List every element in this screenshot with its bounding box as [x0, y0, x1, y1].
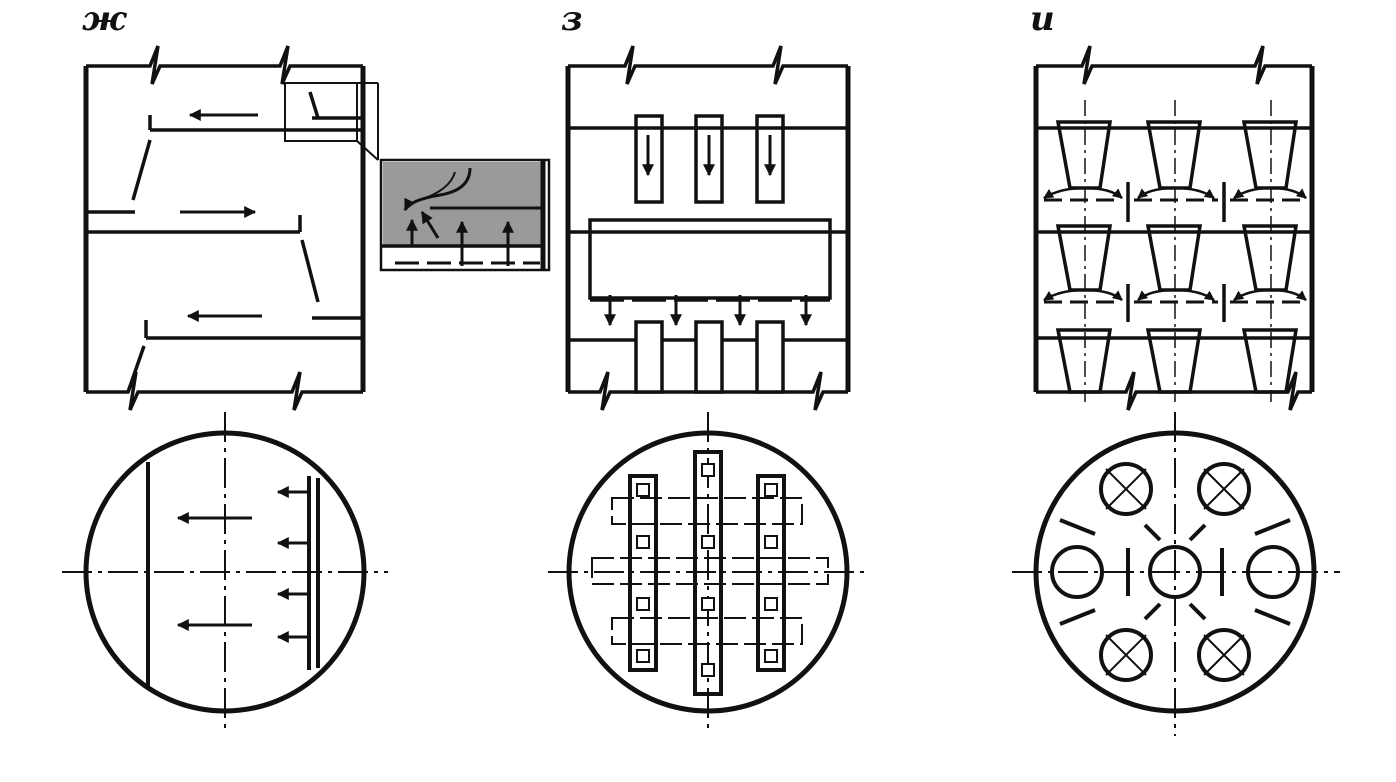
downcomer-3 [126, 345, 146, 393]
plan-zh [62, 412, 388, 732]
downcomer-1 [131, 139, 152, 201]
channel-3 [756, 474, 786, 672]
baffle-top [308, 91, 320, 119]
plan-z [548, 412, 868, 732]
tube-top-3 [755, 114, 785, 204]
panel-label-z: з [561, 0, 583, 39]
channel-2 [693, 450, 723, 696]
tube-top-1 [634, 114, 664, 204]
panel-zh [83, 45, 379, 411]
panel-i [1033, 45, 1315, 411]
detail-callout-box [284, 82, 358, 142]
channel-1 [628, 474, 658, 672]
middle-tray-box [588, 218, 832, 300]
break-line-top [86, 45, 363, 85]
tube-top-2 [694, 114, 724, 204]
panel-label-i: и [1030, 0, 1055, 39]
panel-label-zh: ж [82, 0, 127, 39]
downcomer-2 [300, 239, 320, 303]
detail-enlarged [379, 158, 551, 272]
panel-z [565, 45, 851, 411]
plan-i [1012, 412, 1340, 736]
